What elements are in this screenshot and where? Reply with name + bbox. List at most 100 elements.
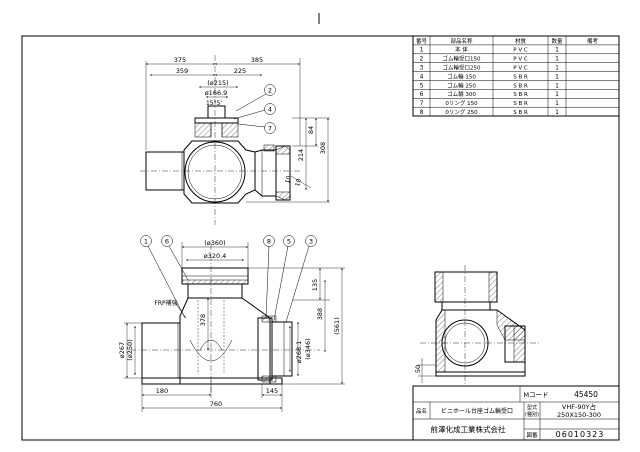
svg-text:4: 4 (268, 106, 272, 114)
top-view: 375 385 359 225 (ø215) ø166.9 15°5' 308 … (140, 55, 330, 225)
svg-text:6: 6 (165, 238, 169, 246)
table-row: 2 ゴム輪受口150 P V C 1 (420, 55, 560, 63)
mcode-value: 45450 (574, 390, 598, 399)
svg-text:1: 1 (420, 47, 424, 54)
svg-text:8: 8 (267, 238, 271, 246)
dim-360: (ø360) (204, 239, 225, 247)
svg-text:4: 4 (420, 73, 424, 80)
dim-225: 225 (234, 67, 246, 75)
dim-267: ø267 (118, 342, 126, 358)
svg-text:0リング 250: 0リング 250 (445, 108, 478, 116)
svg-text:S B R: S B R (513, 101, 528, 107)
dim-10b: 10 (294, 178, 303, 187)
dim-180: 180 (156, 387, 168, 395)
svg-text:2: 2 (268, 87, 272, 95)
dim-angle: 15°5' (206, 100, 222, 107)
svg-text:7: 7 (420, 100, 424, 107)
model-label: 型式 (527, 404, 537, 411)
drawing-no: 06010323 (556, 430, 605, 439)
dim-84: 84 (307, 126, 315, 134)
table-row: 7 0リング 150 S B R 1 (420, 99, 560, 107)
balloon-7 (264, 122, 276, 134)
svg-text:ゴム輪受口250: ゴム輪受口250 (443, 64, 481, 72)
svg-text:1: 1 (555, 82, 559, 89)
table-row: 8 0リング 250 S B R 1 (420, 108, 560, 116)
svg-text:S B R: S B R (513, 83, 528, 89)
table-row: 4 ゴム輪 150 S B R 1 (420, 72, 560, 80)
svg-text:1: 1 (555, 91, 559, 98)
col-material: 材質 (515, 37, 527, 45)
svg-text:3: 3 (420, 65, 424, 72)
dim-760: 760 (210, 400, 222, 408)
svg-text:1: 1 (555, 109, 559, 116)
dim-268-1: ø268.1 (295, 341, 303, 364)
svg-text:P V C: P V C (513, 66, 528, 72)
svg-text:S B R: S B R (513, 110, 528, 116)
dim-214: 214 (297, 149, 305, 161)
svg-text:0リング 150: 0リング 150 (445, 99, 478, 107)
title-block: Mコード 45450 品名 ビニホール台座ゴム輪受口 型式 (種別) VHF-9… (412, 385, 620, 441)
balloon-3 (305, 235, 317, 247)
dim-359: 359 (176, 67, 188, 75)
svg-text:5: 5 (420, 82, 424, 89)
svg-text:1: 1 (555, 56, 559, 63)
dim-308: 308 (319, 142, 327, 154)
parts-table: 番号 部品名称 材質 数量 備考 1 本 体 P V C 1 2 ゴム輪受口15… (412, 35, 620, 117)
dim-375: 375 (174, 56, 186, 64)
balloon-2 (264, 84, 276, 96)
svg-text:6: 6 (420, 91, 424, 98)
svg-text:P V C: P V C (513, 57, 528, 63)
product-name: ビニホール台座ゴム輪受口 (441, 407, 513, 415)
front-view: (ø360) ø320.4 378 135 388 (561) ø267 (ø2… (118, 235, 345, 412)
svg-text:1: 1 (555, 100, 559, 107)
svg-text:ゴム輪 300: ゴム輪 300 (447, 90, 476, 98)
dim-166-9: ø166.9 (205, 89, 228, 97)
frp-label: FRP補強 (154, 299, 177, 307)
dim-250: (ø250) (126, 339, 134, 360)
svg-text:7: 7 (268, 125, 272, 133)
side-view: 50 (414, 265, 540, 385)
svg-text:2: 2 (420, 56, 424, 63)
table-row: 6 ゴム輪 300 S B R 1 (420, 90, 560, 98)
table-row: 5 ゴム輪 250 S B R 1 (420, 81, 560, 89)
svg-text:ゴム輪 250: ゴム輪 250 (447, 81, 476, 89)
dim-145: 145 (266, 387, 278, 395)
svg-text:1: 1 (555, 73, 559, 80)
balloon-6 (161, 235, 173, 247)
table-row: 3 ゴム輪受口250 P V C 1 (420, 64, 560, 72)
model-value: VHF-90Y占 (562, 402, 597, 411)
svg-text:1: 1 (555, 65, 559, 72)
drawing-no-label: 図番 (526, 432, 538, 439)
dim-346: (ø346) (304, 338, 312, 359)
svg-text:3: 3 (309, 238, 313, 246)
svg-text:P V C: P V C (513, 48, 528, 54)
svg-text:8: 8 (420, 109, 424, 116)
dim-50: 50 (414, 365, 422, 373)
frame-border (21, 35, 620, 441)
company-name: 前澤化成工業株式会社 (431, 424, 506, 434)
svg-text:1: 1 (144, 238, 148, 246)
svg-text:5: 5 (287, 238, 291, 246)
dim-215: (ø215) (207, 79, 228, 87)
dim-388: 388 (316, 308, 324, 320)
dim-320-4: ø320.4 (204, 252, 227, 260)
col-qty: 数量 (551, 37, 563, 45)
name-label: 品名 (416, 407, 427, 415)
dim-385: 385 (251, 56, 263, 64)
mcode-label: Mコード (523, 391, 548, 399)
svg-text:S B R: S B R (513, 92, 528, 98)
col-note: 備考 (587, 37, 599, 45)
svg-text:1: 1 (555, 47, 559, 54)
svg-text:ゴム輪 150: ゴム輪 150 (447, 72, 476, 80)
col-no: 番号 (416, 38, 428, 45)
model-size: 250X150-300 (557, 411, 601, 419)
balloon-1 (140, 235, 152, 247)
model-kind-label: (種別) (525, 411, 539, 418)
balloon-4 (264, 103, 276, 115)
balloon-5 (283, 235, 295, 247)
dim-135: 135 (311, 279, 319, 291)
svg-text:本 体: 本 体 (455, 46, 468, 54)
table-row: 1 本 体 P V C 1 (420, 46, 560, 54)
svg-text:S B R: S B R (513, 74, 528, 80)
